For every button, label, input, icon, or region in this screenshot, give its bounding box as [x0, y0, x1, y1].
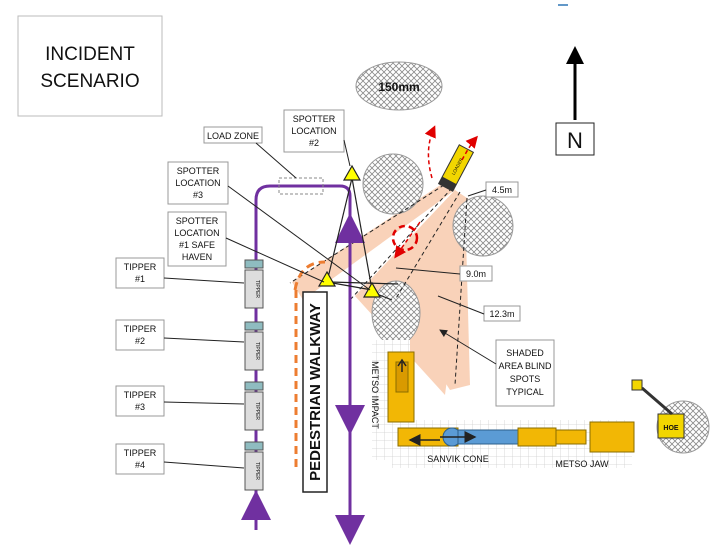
- hoe: HOE: [631, 379, 685, 439]
- svg-text:SPOTS: SPOTS: [510, 374, 541, 384]
- pedestrian-walkway: PEDESTRIAN WALKWAY: [293, 260, 328, 493]
- svg-text:#3: #3: [135, 402, 145, 412]
- tipper-trucks: TIPPER TIPPER TIPPER TIPPER: [244, 259, 264, 491]
- svg-text:TIPPER: TIPPER: [254, 462, 260, 480]
- spotter-2-icon: [342, 164, 362, 181]
- svg-text:12.3m: 12.3m: [489, 309, 514, 319]
- load-zone-box: [278, 177, 324, 195]
- svg-text:HAVEN: HAVEN: [182, 252, 212, 262]
- svg-text:#1 SAFE: #1 SAFE: [179, 240, 215, 250]
- svg-text:LOCATION: LOCATION: [291, 126, 336, 136]
- north-indicator: N: [555, 4, 595, 156]
- load-zone-label: LOAD ZONE: [207, 131, 259, 141]
- title-box: INCIDENT SCENARIO: [17, 15, 163, 117]
- tipper-2: TIPPER: [244, 321, 264, 371]
- svg-text:#1: #1: [135, 274, 145, 284]
- svg-text:#2: #2: [309, 138, 319, 148]
- title-line1: INCIDENT: [45, 44, 135, 65]
- svg-text:TIPPER: TIPPER: [254, 402, 260, 420]
- impact-zone-icon: [391, 224, 419, 252]
- svg-text:TYPICAL: TYPICAL: [506, 387, 544, 397]
- svg-text:SPOTTER: SPOTTER: [177, 166, 220, 176]
- svg-text:SPOTTER: SPOTTER: [293, 114, 336, 124]
- loader: LOADER: [391, 125, 478, 259]
- svg-text:9.0m: 9.0m: [466, 269, 486, 279]
- tipper-4: TIPPER: [244, 441, 264, 491]
- svg-text:4.5m: 4.5m: [492, 185, 512, 195]
- tipper-3: TIPPER: [244, 381, 264, 431]
- svg-text:TIPPER: TIPPER: [254, 342, 260, 360]
- metso-jaw-label: METSO JAW: [555, 459, 609, 469]
- sanvik-cone-label: SANVIK CONE: [427, 454, 489, 464]
- svg-text:#3: #3: [193, 190, 203, 200]
- svg-text:TIPPER: TIPPER: [124, 262, 157, 272]
- svg-text:TIPPER: TIPPER: [124, 390, 157, 400]
- crusher-plant: METSO IMPACT SANVIK CONE METSO JAW: [370, 351, 635, 469]
- svg-text:TIPPER: TIPPER: [124, 448, 157, 458]
- spotter-3-icon: [362, 281, 382, 298]
- svg-text:HOE: HOE: [663, 425, 679, 432]
- metso-impact-label: METSO IMPACT: [370, 361, 380, 429]
- spotter-markers: [317, 164, 382, 298]
- vehicle-route: [241, 184, 365, 545]
- svg-text:TIPPER: TIPPER: [254, 280, 260, 298]
- north-label: N: [567, 128, 583, 153]
- callouts: LOAD ZONE SPOTTER LOCATION #2 SPOTTER LO…: [115, 109, 555, 475]
- rock-150mm: 150mm: [355, 61, 443, 111]
- blind-spot-lines: [289, 184, 468, 386]
- walkway-label: PEDESTRIAN WALKWAY: [307, 303, 324, 481]
- svg-text:AREA BLIND: AREA BLIND: [498, 361, 552, 371]
- svg-text:#4: #4: [135, 460, 145, 470]
- spotter-sight-lines: [326, 177, 399, 301]
- svg-text:SPOTTER: SPOTTER: [176, 216, 219, 226]
- tipper-1: TIPPER: [244, 259, 264, 309]
- svg-text:#2: #2: [135, 336, 145, 346]
- svg-text:TIPPER: TIPPER: [124, 324, 157, 334]
- svg-text:SHADED: SHADED: [506, 348, 544, 358]
- stockpiles: [362, 153, 710, 454]
- spotter-1-icon: [317, 270, 337, 287]
- svg-text:LOCATION: LOCATION: [175, 178, 220, 188]
- title-line2: SCENARIO: [40, 71, 139, 92]
- svg-text:150mm: 150mm: [378, 80, 419, 94]
- svg-text:LOCATION: LOCATION: [174, 228, 219, 238]
